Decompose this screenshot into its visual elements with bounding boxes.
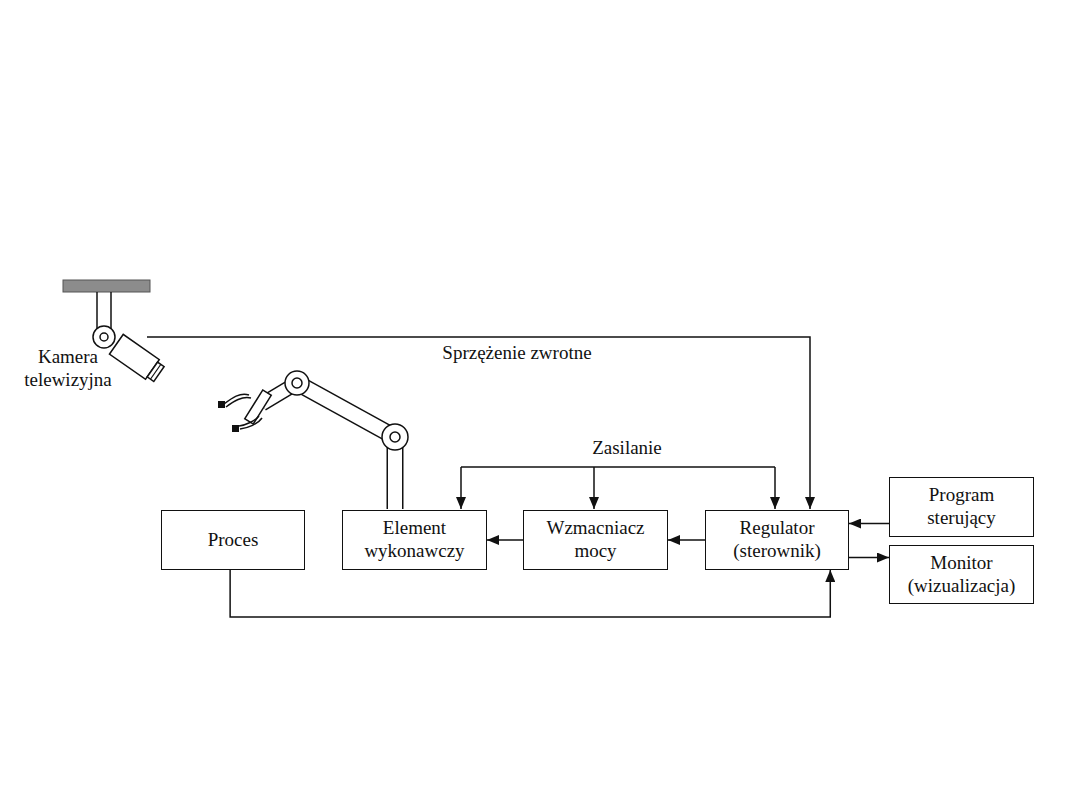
signal-arrow (668, 539, 705, 541)
camera-label: Kamera telewizyjna (2, 346, 134, 392)
camera-mount (96, 292, 98, 330)
box-label: Proces (208, 529, 259, 552)
camera-joint (93, 326, 115, 348)
process-box: Element wykonawczy (342, 510, 487, 570)
signal-arrow (487, 539, 523, 541)
process-box: Program sterujący (889, 477, 1034, 537)
robot-arm (218, 371, 408, 511)
ceiling-plate (63, 280, 150, 292)
camera-mount (110, 292, 112, 330)
signal-arrow (849, 523, 889, 525)
box-label: Program sterujący (894, 484, 1029, 530)
process-box: Wzmacniacz mocy (523, 510, 668, 570)
signal-arrow (230, 570, 830, 617)
process-box: Monitor (wizualizacja) (889, 545, 1034, 604)
box-label: Regulator (sterownik) (710, 517, 844, 563)
camera-body (109, 334, 165, 383)
camera-joint (100, 333, 108, 341)
box-label: Wzmacniacz mocy (528, 517, 663, 563)
signal-label: Zasilanie (547, 437, 707, 460)
signal-label: Sprzężenie zwrotne (407, 342, 627, 365)
power-bus (461, 467, 775, 509)
feedback-wire (147, 337, 810, 509)
process-box: Proces (161, 510, 305, 570)
box-label: Element wykonawczy (347, 517, 482, 563)
box-label: Monitor (wizualizacja) (894, 552, 1029, 598)
signal-arrow (849, 557, 889, 559)
process-box: Regulator (sterownik) (705, 510, 849, 570)
illustration (63, 280, 810, 511)
